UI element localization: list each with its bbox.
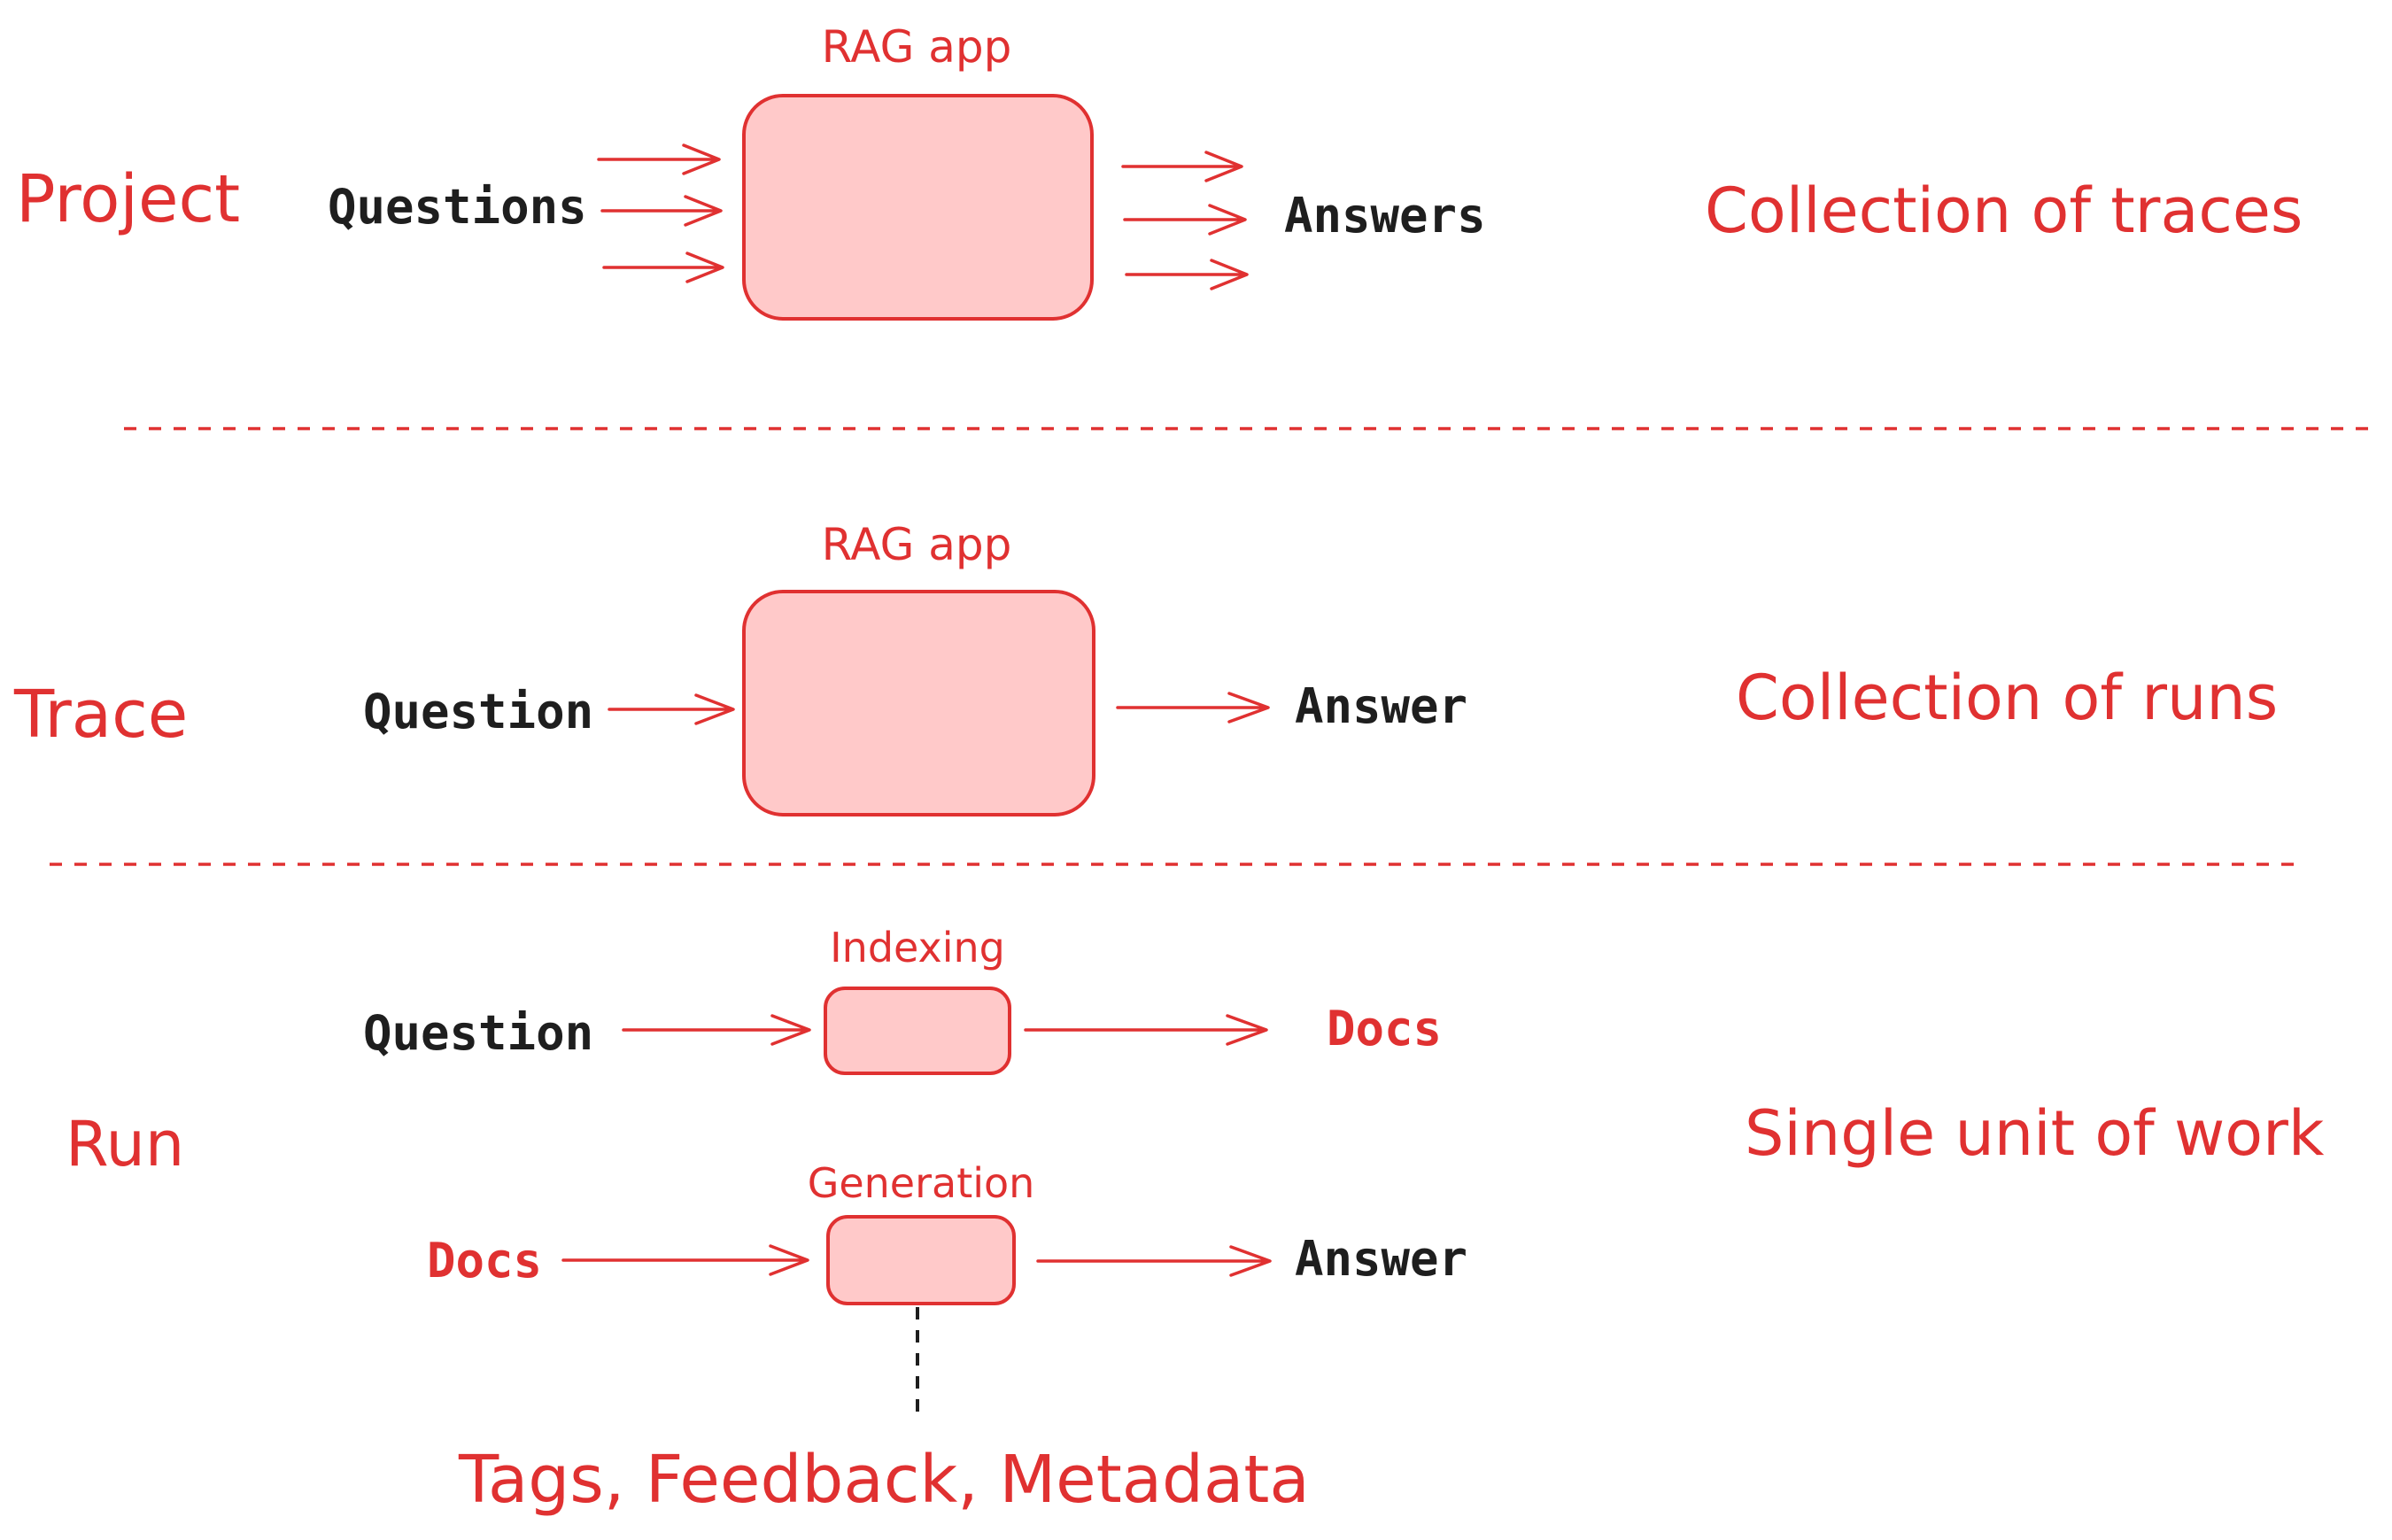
- run-attributes-label: Tags, Feedback, Metadata: [458, 1442, 1310, 1518]
- trace-rag-app-box: [742, 590, 1095, 816]
- generation-title: Generation: [808, 1159, 1035, 1207]
- generation-run: Generation Docs Answer: [427, 1159, 1467, 1417]
- project-input-arrow-1: [597, 143, 721, 175]
- project-input-arrows: [597, 143, 724, 283]
- project-input-label: Questions: [328, 179, 587, 235]
- project-description: Collection of traces: [1705, 174, 2303, 247]
- run-section: Run Indexing Question Docs Generation Do…: [66, 924, 2325, 1518]
- project-input-arrow-2: [600, 195, 723, 227]
- project-output-arrow-1: [1121, 151, 1243, 182]
- project-input-arrow-3: [602, 252, 724, 283]
- trace-description: Collection of runs: [1736, 662, 2278, 734]
- project-rag-app-box: [742, 94, 1094, 321]
- project-output-arrows: [1121, 151, 1249, 290]
- project-output-arrow-2: [1123, 204, 1247, 236]
- project-output-label: Answers: [1284, 188, 1486, 244]
- project-app-title: RAG app: [822, 21, 1012, 73]
- indexing-input-label: Question: [363, 1005, 593, 1061]
- trace-level-label: Trace: [13, 677, 188, 753]
- indexing-output-label: Docs: [1327, 1001, 1442, 1056]
- project-output-arrow-3: [1125, 259, 1249, 290]
- trace-input-arrow: [608, 693, 735, 725]
- run-level-label: Run: [66, 1108, 184, 1180]
- generation-output-label: Answer: [1295, 1231, 1467, 1287]
- project-level-label: Project: [16, 161, 240, 237]
- generation-input-arrow: [561, 1244, 809, 1276]
- run-description: Single unit of work: [1745, 1097, 2325, 1170]
- trace-input-label: Question: [363, 684, 593, 739]
- indexing-box: [824, 987, 1011, 1075]
- indexing-title: Indexing: [830, 924, 1005, 971]
- indexing-input-arrow: [622, 1014, 811, 1046]
- generation-output-arrow: [1036, 1245, 1272, 1277]
- trace-app-title: RAG app: [822, 519, 1012, 570]
- trace-output-arrow: [1116, 692, 1270, 724]
- project-section: Project RAG app Questions Answers Collec…: [16, 21, 2303, 321]
- trace-section: Trace RAG app Question Answer Collection…: [13, 519, 2278, 816]
- generation-input-label: Docs: [427, 1233, 542, 1288]
- indexing-output-arrow: [1024, 1014, 1268, 1046]
- generation-box: [826, 1215, 1016, 1305]
- indexing-run: Indexing Question Docs: [363, 924, 1442, 1075]
- trace-output-label: Answer: [1295, 678, 1467, 734]
